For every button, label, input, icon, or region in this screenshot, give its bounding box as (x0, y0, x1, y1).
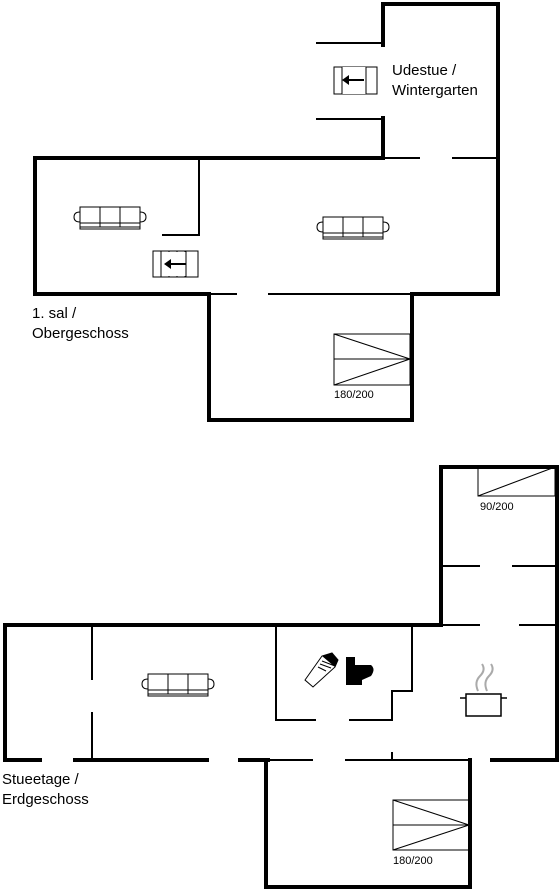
ground-bed-bottom-size: 180/200 (393, 855, 433, 867)
ground-bed-top-size: 90/200 (480, 501, 514, 513)
ground-floor-walls (3, 465, 559, 889)
winter-garden-label: Udestue / Wintergarten (392, 61, 478, 101)
bed-icon (392, 799, 470, 851)
sofa-icon (141, 673, 215, 697)
upper-floor-label: 1. sal / Obergeschoss (32, 304, 129, 344)
upper-bed-size: 180/200 (334, 389, 374, 401)
shower-icon (304, 652, 339, 688)
ground-floor-label-line1: Stueetage / (2, 771, 79, 788)
winter-garden-label-line2: Wintergarten (392, 82, 478, 99)
sofa-icon (316, 216, 390, 240)
bed-icon (333, 333, 411, 386)
bed-icon (477, 466, 556, 497)
upper-floor-label-line1: 1. sal / (32, 305, 77, 322)
stairs-icon (333, 66, 378, 95)
upper-floor-walls (33, 2, 500, 422)
cooking-pot-icon (460, 663, 507, 717)
ground-floor-label: Stueetage / Erdgeschoss (2, 770, 89, 810)
upper-floor-label-line2: Obergeschoss (32, 325, 129, 342)
stairs-icon (152, 250, 199, 278)
ground-floor-label-line2: Erdgeschoss (2, 791, 89, 808)
sofa-icon (73, 206, 147, 230)
toilet-icon (346, 657, 374, 685)
winter-garden-label-line1: Udestue / (392, 62, 457, 79)
